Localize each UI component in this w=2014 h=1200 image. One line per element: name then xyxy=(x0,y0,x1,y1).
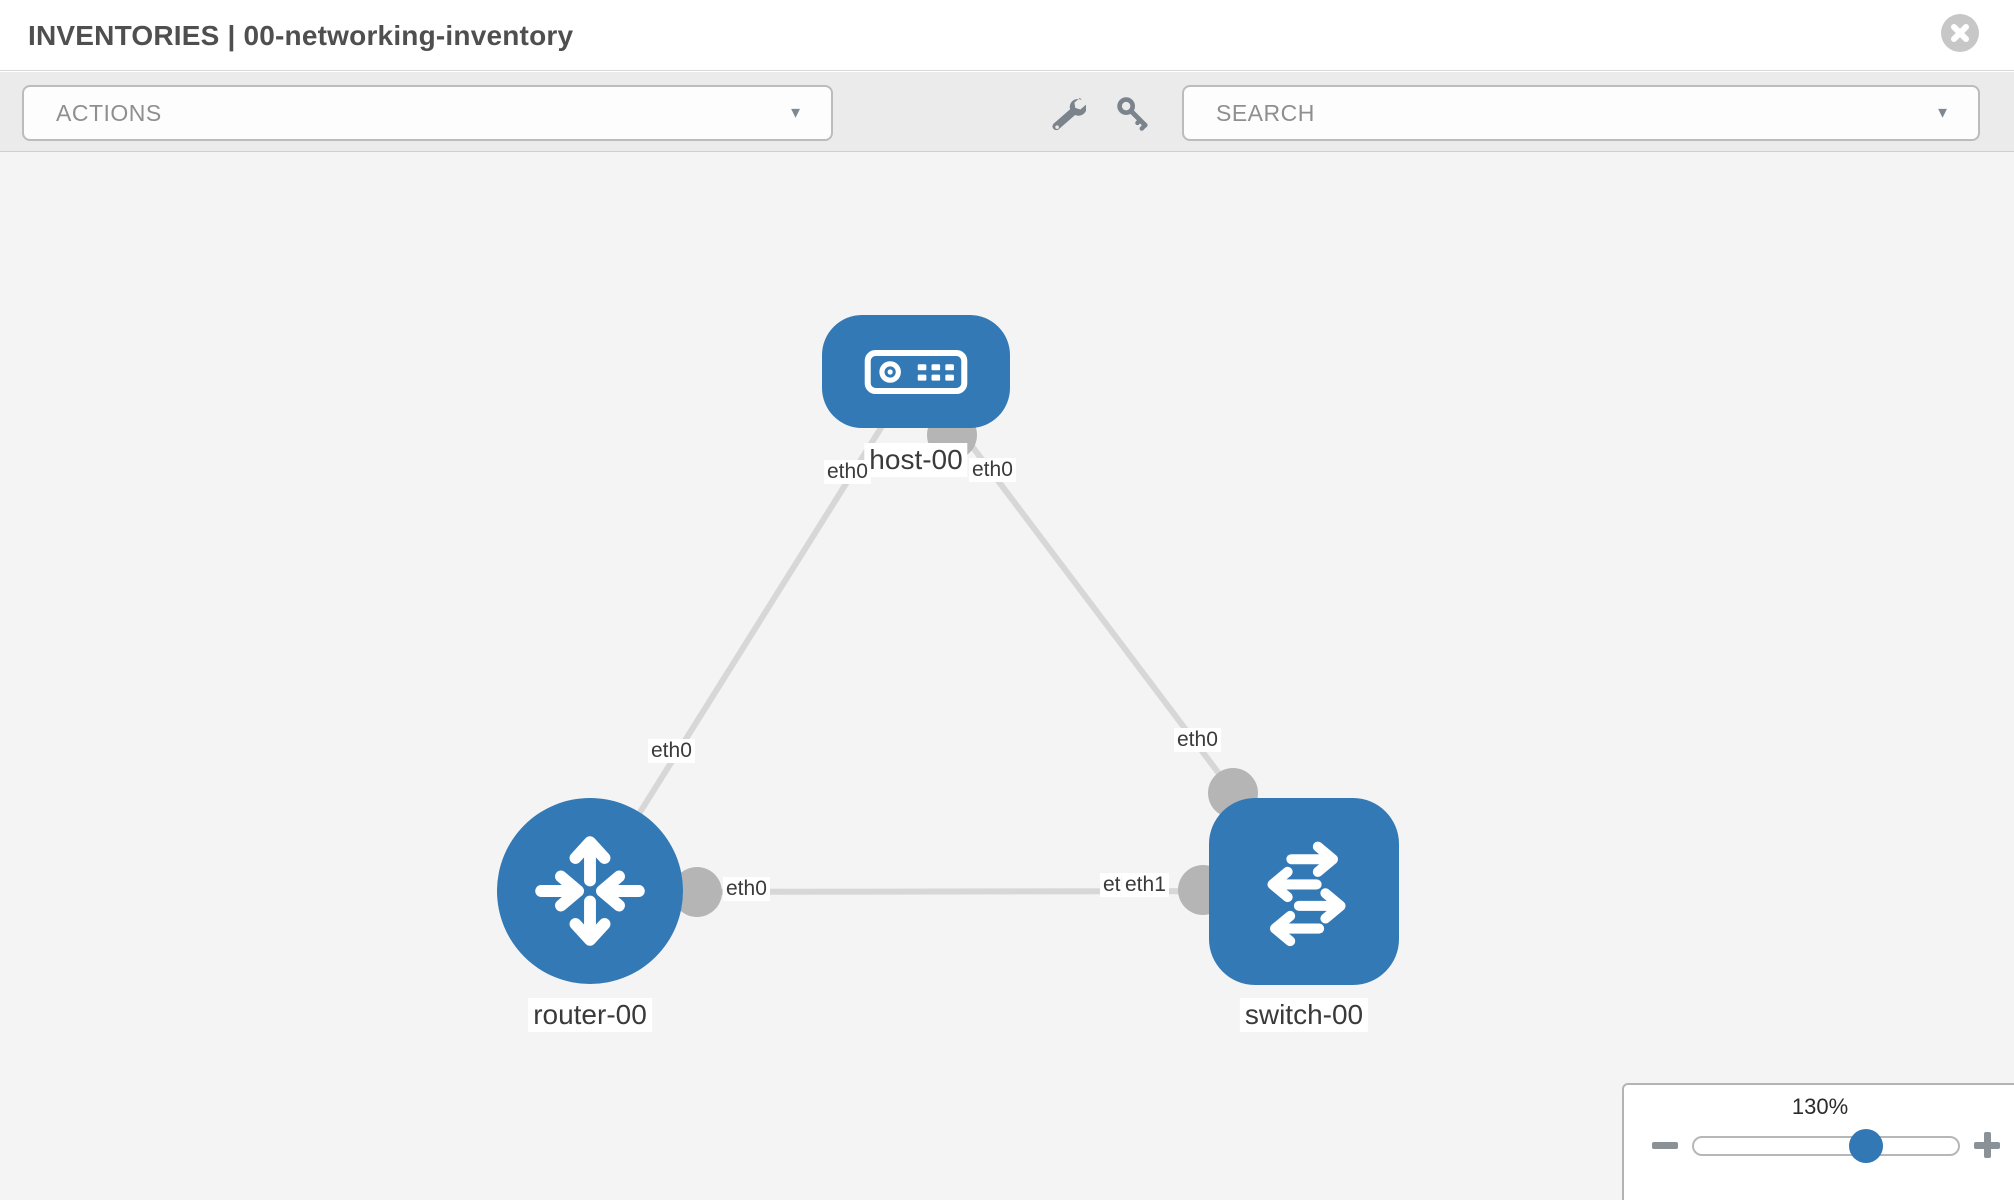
zoom-control-panel: 130% xyxy=(1622,1083,2014,1200)
node-label-host: host-00 xyxy=(864,443,968,477)
interface-label-switch-to-router: eth1 xyxy=(1122,873,1169,897)
actions-dropdown-label: ACTIONS xyxy=(56,99,162,126)
interface-label-switch-to-host: eth0 xyxy=(1174,728,1221,752)
zoom-slider[interactable] xyxy=(1692,1129,1960,1163)
zoom-out-button[interactable] xyxy=(1650,1130,1680,1160)
link-endpoint-router xyxy=(672,867,722,917)
interface-label-router-to-host: eth0 xyxy=(648,739,695,763)
node-router-00[interactable] xyxy=(497,798,683,984)
actions-dropdown[interactable]: ACTIONS ▼ xyxy=(22,85,833,141)
interface-label-host-to-router: eth0 xyxy=(824,460,871,484)
node-switch-00[interactable] xyxy=(1209,798,1399,985)
close-button[interactable] xyxy=(1941,14,1979,52)
interface-label-host-to-switch: eth0 xyxy=(969,458,1016,482)
key-icon[interactable] xyxy=(1114,94,1152,132)
switch-icon xyxy=(1267,841,1346,946)
page-title: INVENTORIES | 00-networking-inventory xyxy=(28,20,574,51)
host-icon xyxy=(864,349,968,394)
router-icon xyxy=(535,836,645,946)
minus-icon xyxy=(1652,1142,1678,1149)
chevron-down-icon: ▼ xyxy=(1935,104,1950,122)
zoom-level-value: 130% xyxy=(1791,1094,1849,1119)
interface-label-router-to-switch: eth0 xyxy=(723,877,770,901)
links-layer xyxy=(587,370,1301,917)
toolbar: ACTIONS ▼ SEARCH ▼ xyxy=(0,72,2014,152)
node-label-switch: switch-00 xyxy=(1239,998,1369,1032)
page-header: INVENTORIES | 00-networking-inventory xyxy=(0,0,2014,71)
search-dropdown-label: SEARCH xyxy=(1216,99,1315,126)
plus-icon xyxy=(1984,1132,1991,1158)
topology-canvas[interactable]: host-00 router-00 switch-00 eth0 eth0 et… xyxy=(0,152,2014,1200)
close-icon xyxy=(1951,24,1969,42)
node-label-router: router-00 xyxy=(528,998,652,1032)
wrench-icon[interactable] xyxy=(1048,94,1086,132)
node-host-00[interactable] xyxy=(822,315,1010,428)
search-dropdown[interactable]: SEARCH ▼ xyxy=(1182,85,1980,141)
link-host-router[interactable] xyxy=(587,370,919,894)
zoom-slider-thumb[interactable] xyxy=(1849,1129,1883,1163)
zoom-in-button[interactable] xyxy=(1972,1130,2002,1160)
chevron-down-icon: ▼ xyxy=(788,104,803,122)
